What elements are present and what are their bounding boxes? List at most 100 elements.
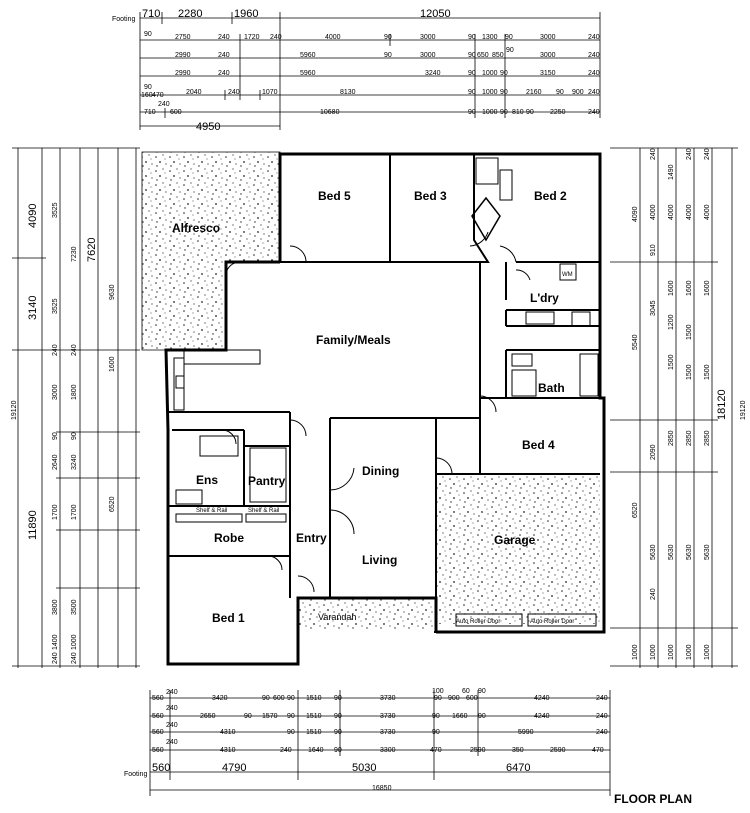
bottom-r2-h: 90: [334, 713, 342, 720]
top-r1-c: 240: [218, 34, 230, 41]
top-footing-2: 2280: [178, 8, 202, 20]
left-major-2: 3140: [27, 296, 39, 320]
bottom-footing-1: 560: [152, 762, 170, 774]
left-c1-i: 1400: [52, 634, 59, 650]
top-overall: 4950: [196, 121, 220, 133]
top-dimension-lines: [139, 12, 601, 130]
right-major: 18120: [716, 389, 728, 420]
bottom-r3-d: 90: [287, 729, 295, 736]
top-r3-i: 240: [588, 70, 600, 77]
left-c2-h: 1000: [71, 634, 78, 650]
top-r2-b: 240: [218, 52, 230, 59]
left-c1-a: 3525: [52, 202, 59, 218]
bottom-r1-c: 3420: [212, 695, 228, 702]
top-r2-a: 2990: [175, 52, 191, 59]
bottom-r3-g: 3730: [380, 729, 396, 736]
right-c4-d: 1500: [686, 324, 693, 340]
bottom-r2-b: 240: [166, 705, 178, 712]
right-c1-d: 1000: [632, 644, 639, 660]
right-c4-a: 240: [686, 148, 693, 160]
bottom-r4-l: 470: [592, 747, 604, 754]
right-c2-a: 240: [650, 148, 657, 160]
left-c3-c: 1600: [109, 356, 116, 372]
right-overall: 19120: [740, 400, 747, 420]
bottom-r2-n: 240: [596, 713, 608, 720]
top-r3-e: 90: [468, 70, 476, 77]
right-c4-b: 4000: [686, 204, 693, 220]
right-c5-a: 240: [704, 148, 711, 160]
room-entry-label: Entry: [296, 531, 327, 545]
top-r2-g: 650: [477, 52, 489, 59]
bottom-r2-j: 90: [432, 713, 440, 720]
top-r4-n: 240: [588, 89, 600, 96]
bottom-r2-g: 1510: [306, 713, 322, 720]
bottom-r1-b: 240: [166, 689, 178, 696]
bottom-r2-f: 90: [287, 713, 295, 720]
top-r3-f: 1000: [482, 70, 498, 77]
bottom-r2-i: 3730: [380, 713, 396, 720]
left-c1-f: 2640: [52, 454, 59, 470]
top-r5-g: 90: [500, 109, 508, 116]
top-r2-k: 240: [588, 52, 600, 59]
roller-door-note-2: Auto Roller Door: [530, 619, 574, 625]
bottom-r1-f: 90: [287, 695, 295, 702]
left-c1-d: 3000: [52, 384, 59, 400]
top-r5-i: 90: [526, 109, 534, 116]
bottom-r4-k: 2590: [550, 747, 566, 754]
bottom-r3-h: 90: [432, 729, 440, 736]
right-c2-f: 5630: [650, 544, 657, 560]
bottom-r2-d: 90: [244, 713, 252, 720]
right-c3-f: 2850: [668, 430, 675, 446]
top-r2-d: 90: [384, 52, 392, 59]
bottom-r2-l: 90: [478, 713, 486, 720]
left-c2-i: 240: [71, 652, 78, 664]
left-dimension-text: 4090 3140 11890 19120 3525 3525 240 3000…: [11, 202, 116, 664]
top-r1-k: 90: [505, 34, 513, 41]
top-footing-3: 1960: [234, 8, 258, 20]
room-verandah-label: Varandah: [318, 612, 356, 622]
top-r1-f: 4000: [325, 34, 341, 41]
left-c1-h: 3800: [52, 599, 59, 615]
top-r4-g: 8130: [340, 89, 356, 96]
top-r4-e: 240: [228, 89, 240, 96]
top-r1-h: 3000: [420, 34, 436, 41]
right-c2-b: 4000: [650, 204, 657, 220]
bottom-footing-2: 4790: [222, 762, 246, 774]
right-c4-g: 5630: [686, 544, 693, 560]
left-c1-b: 3525: [52, 298, 59, 314]
right-c5-e: 2850: [704, 430, 711, 446]
bottom-r1-m: 60: [462, 688, 470, 695]
bottom-r2-e: 1570: [262, 713, 278, 720]
bottom-r4-e: 1640: [308, 747, 324, 754]
bottom-r3-b: 240: [166, 722, 178, 729]
room-bed2-label: Bed 2: [534, 189, 567, 203]
top-r1-l: 3000: [540, 34, 556, 41]
left-c2-a: 7230: [71, 246, 78, 262]
top-r5-f: 1000: [482, 109, 498, 116]
bottom-r4-a: 560: [152, 747, 164, 754]
bottom-r1-a: 560: [152, 695, 164, 702]
right-c3-e: 1500: [668, 354, 675, 370]
bottom-r1-g: 1510: [306, 695, 322, 702]
top-r1-j: 1300: [482, 34, 498, 41]
right-c2-c: 910: [650, 244, 657, 256]
left-c1-c: 240: [52, 344, 59, 356]
right-c4-c: 1600: [686, 280, 693, 296]
bottom-r1-d: 90: [262, 695, 270, 702]
top-r4-j: 90: [500, 89, 508, 96]
alfresco-area: [141, 151, 281, 351]
bottom-r1-j: 100: [432, 688, 444, 695]
room-ens-label: Ens: [196, 473, 218, 487]
top-r4-i: 1000: [482, 89, 498, 96]
top-r2-f: 90: [468, 52, 476, 59]
top-r2-c: 5960: [300, 52, 316, 59]
bottom-r3-c: 4310: [220, 729, 236, 736]
right-c1-b: 5540: [632, 334, 639, 350]
left-c1-j: 240: [52, 652, 59, 664]
top-r4-m: 900: [572, 89, 584, 96]
bottom-r2-a: 560: [152, 713, 164, 720]
top-r1-e: 240: [270, 34, 282, 41]
room-bed1-label: Bed 1: [212, 611, 245, 625]
top-r1-d: 1720: [244, 34, 260, 41]
top-r4-f: 1070: [262, 89, 278, 96]
